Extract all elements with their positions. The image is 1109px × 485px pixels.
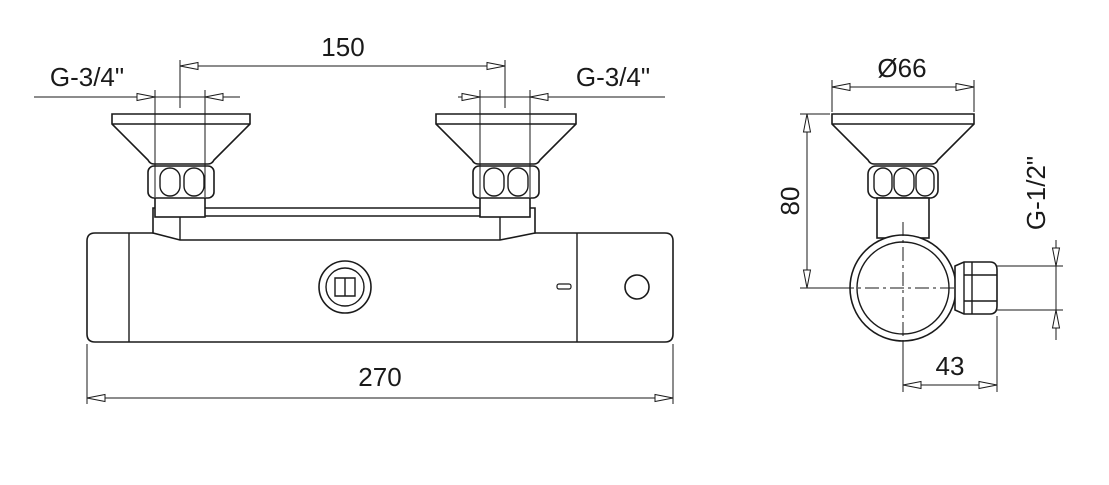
dim-right-thread-arrow-a: [461, 92, 481, 102]
side-escutcheon: [831, 113, 975, 165]
dim-43: 43: [902, 316, 998, 392]
right-inlet: [435, 60, 577, 218]
dim-270-label: 270: [358, 362, 401, 392]
dim-outlet-thread: G-1/2": [997, 156, 1063, 340]
dim-150-arrow-left: [179, 61, 199, 71]
dim-150-label: 150: [321, 32, 364, 62]
left-inlet-nut: [147, 165, 215, 199]
dim-diameter-arrow-right: [955, 82, 975, 92]
right-inlet-nut: [472, 165, 540, 199]
dim-right-thread-label: G-3/4": [576, 62, 650, 92]
dim-diameter-label: Ø66: [877, 53, 926, 83]
dim-43-label: 43: [936, 351, 965, 381]
dim-left-thread-label: G-3/4": [50, 62, 124, 92]
dim-270-arrow-right: [654, 393, 674, 403]
dim-80-arrow-top: [802, 113, 812, 133]
side-nut-flat-2: [893, 167, 915, 197]
side-stem: [876, 197, 930, 239]
outlet-ring-inner: [325, 267, 365, 307]
dim-80: 80: [775, 113, 850, 289]
side-nut-flat-3: [915, 167, 935, 197]
top-bridge: [152, 207, 536, 241]
dim-outlet-thread-arrow-top: [1051, 247, 1061, 267]
right-nut-flat-2: [507, 167, 529, 197]
dim-left-thread-arrow-a: [136, 92, 156, 102]
dim-right-thread-arrow-b: [529, 92, 549, 102]
dim-270: 270: [86, 344, 674, 404]
left-inlet: [111, 60, 251, 218]
dim-150-arrow-right: [486, 61, 506, 71]
indicator-mark: [556, 283, 572, 290]
dim-diameter: Ø66: [831, 53, 975, 112]
bottom-outlet: [318, 260, 372, 314]
dim-diameter-arrow-left: [831, 82, 851, 92]
right-nut-flat-1: [483, 167, 505, 197]
dim-outlet-thread-label: G-1/2": [1021, 156, 1051, 230]
dim-left-thread: G-3/4": [34, 62, 240, 102]
side-nut: [867, 165, 939, 199]
side-nut-flat-1: [873, 167, 893, 197]
dim-43-arrow-left: [902, 380, 922, 390]
dim-right-thread: G-3/4": [458, 62, 665, 102]
right-inlet-stem: [479, 196, 531, 218]
side-view: Ø66 80 G-1/2" 43: [775, 53, 1063, 392]
left-escutcheon: [111, 113, 251, 165]
left-nut-flat-1: [159, 167, 181, 197]
dim-43-arrow-right: [978, 380, 998, 390]
left-inlet-stem: [154, 196, 206, 218]
mixer-body: [86, 232, 674, 343]
dim-80-arrow-bottom: [802, 269, 812, 289]
control-knob: [624, 274, 650, 300]
dim-80-label: 80: [775, 187, 805, 216]
left-nut-flat-2: [183, 167, 205, 197]
outlet-hex: [334, 277, 356, 297]
dim-outlet-thread-arrow-bottom: [1051, 309, 1061, 329]
right-escutcheon: [435, 113, 577, 165]
front-view: 150 G-3/4" G-3/4" 270: [34, 32, 674, 404]
dim-left-thread-arrow-b: [204, 92, 224, 102]
dim-270-arrow-left: [86, 393, 106, 403]
dim-150: 150: [179, 32, 506, 71]
side-outlet-fitting: [954, 261, 998, 315]
